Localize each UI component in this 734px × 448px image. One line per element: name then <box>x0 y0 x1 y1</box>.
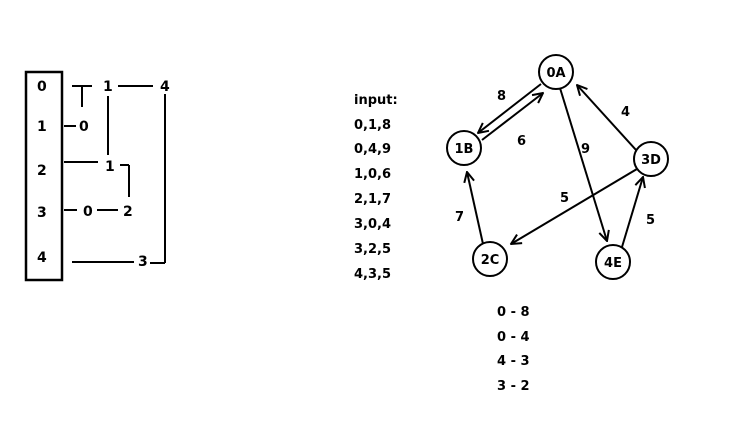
index-1: 1 <box>37 119 47 135</box>
edge-weight-4E-3D: 5 <box>646 213 655 228</box>
result-block: 0 - 8 0 - 4 4 - 3 3 - 2 <box>497 305 530 394</box>
node-1B: 1B <box>446 130 482 166</box>
node-3D: 3D <box>633 141 669 177</box>
adj-row3-second: 2 <box>123 204 133 220</box>
edge-0A-4E <box>559 87 607 241</box>
node-4E: 4E <box>595 244 631 280</box>
index-0: 0 <box>37 79 47 95</box>
edge-weights: 8 6 9 7 4 5 5 <box>455 89 655 228</box>
adj-row0-second: 4 <box>160 79 170 95</box>
edge-weight-3D-2C: 5 <box>560 191 569 206</box>
input-line-5: 3,0,4 <box>354 217 391 232</box>
index-2: 2 <box>37 163 47 179</box>
input-line-3: 1,0,6 <box>354 167 391 182</box>
result-line-3: 4 - 3 <box>497 354 530 369</box>
edge-weight-2C-1B: 7 <box>455 210 464 225</box>
edge-weight-0A-4E: 9 <box>581 142 590 157</box>
node-label-3D: 3D <box>641 153 661 168</box>
edge-3D-2C <box>511 168 638 244</box>
adj-row3-first: 0 <box>83 204 93 220</box>
edge-weight-3D-0A: 4 <box>621 105 630 120</box>
graph-edges <box>467 83 643 248</box>
adjacency-list: 0 1 2 3 4 1 4 0 1 0 <box>24 70 170 282</box>
adj-row0-first: 1 <box>103 79 113 95</box>
node-label-4E: 4E <box>604 256 622 271</box>
index-column-box <box>24 70 64 282</box>
node-label-2C: 2C <box>481 253 500 268</box>
edge-0A-1B <box>478 83 542 133</box>
edge-weight-0A-1B: 8 <box>497 89 506 104</box>
input-line-4: 2,1,7 <box>354 192 391 207</box>
node-2C: 2C <box>472 241 508 277</box>
adj-row2-first: 1 <box>105 159 115 175</box>
node-label-0A: 0A <box>546 66 565 81</box>
input-line-1: 0,1,8 <box>354 118 391 133</box>
input-line-2: 0,4,9 <box>354 142 391 157</box>
index-3: 3 <box>37 205 47 221</box>
node-0A: 0A <box>538 54 574 90</box>
result-line-2: 0 - 4 <box>497 330 530 345</box>
index-4: 4 <box>37 250 47 266</box>
graph-nodes: 0A 1B 2C 3D 4E <box>446 54 669 280</box>
result-line-1: 0 - 8 <box>497 305 530 320</box>
input-line-7: 4,3,5 <box>354 267 391 282</box>
edge-weight-1B-0A: 6 <box>517 134 526 149</box>
input-line-6: 3,2,5 <box>354 242 391 257</box>
edge-4E-3D <box>621 177 643 248</box>
input-title: input: <box>354 93 398 108</box>
input-block: input: 0,1,8 0,4,9 1,0,6 2,1,7 3,0,4 3,2… <box>354 93 398 282</box>
adjacency-links <box>64 85 166 264</box>
edge-1B-0A <box>481 93 543 141</box>
adj-row4-first: 3 <box>138 254 148 270</box>
edge-3D-0A <box>577 85 637 151</box>
edge-2C-1B <box>467 172 484 245</box>
result-line-4: 3 - 2 <box>497 379 530 394</box>
adj-row1-first: 0 <box>79 119 89 135</box>
node-label-1B: 1B <box>455 142 474 157</box>
